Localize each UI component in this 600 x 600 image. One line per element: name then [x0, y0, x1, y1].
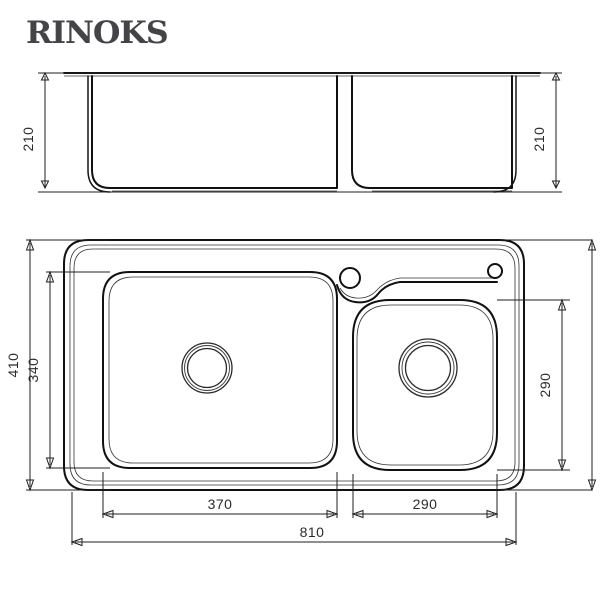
top-plan-view: 410 340 290 — [5, 238, 597, 547]
faucet-hole — [339, 267, 361, 289]
plan-rim-outline — [69, 244, 520, 486]
plan-drainboard-swoop — [336, 281, 498, 304]
dim-plan-290-vertical-text: 290 — [537, 373, 553, 398]
right-bowl-drain — [398, 338, 458, 398]
front-elevation-view: 210 210 — [20, 71, 562, 193]
dim-elevation-left-210: 210 — [20, 71, 50, 190]
plan-drainboard-swoop-inner — [339, 277, 497, 299]
elevation-right-bowl — [351, 75, 513, 189]
plan-rim-outline-inner — [73, 248, 516, 482]
plan-left-bowl-inner — [108, 276, 334, 464]
dim-plan-290-vertical: 290 — [537, 298, 567, 472]
dim-elevation-left-210-text: 210 — [20, 127, 36, 152]
dim-plan-340-text: 340 — [25, 358, 41, 383]
left-bowl-drain — [181, 342, 233, 394]
dim-plan-410-text: 410 — [5, 353, 21, 378]
plan-right-bowl-inner — [356, 304, 494, 466]
dim-plan-370: 370 — [101, 496, 339, 519]
elevation-left-bowl — [91, 75, 338, 189]
dim-elevation-right-210-text: 210 — [531, 127, 547, 152]
accessory-hole — [487, 263, 503, 279]
dim-plan-290-horizontal: 290 — [351, 496, 499, 519]
dim-plan-810: 810 — [70, 524, 518, 547]
dim-plan-290-horizontal-text: 290 — [413, 496, 438, 512]
plan-left-bowl — [102, 271, 338, 469]
dim-plan-410: 410 — [5, 238, 35, 492]
plan-outer-outline — [63, 239, 525, 491]
brand-logo: RINOKS — [26, 15, 169, 51]
dim-plan-810-text: 810 — [300, 524, 325, 540]
plan-right-bowl — [352, 299, 498, 471]
dim-elevation-right-210: 210 — [531, 71, 561, 190]
dim-plan-370-text: 370 — [208, 496, 233, 512]
dim-plan-340: 340 — [25, 270, 55, 470]
